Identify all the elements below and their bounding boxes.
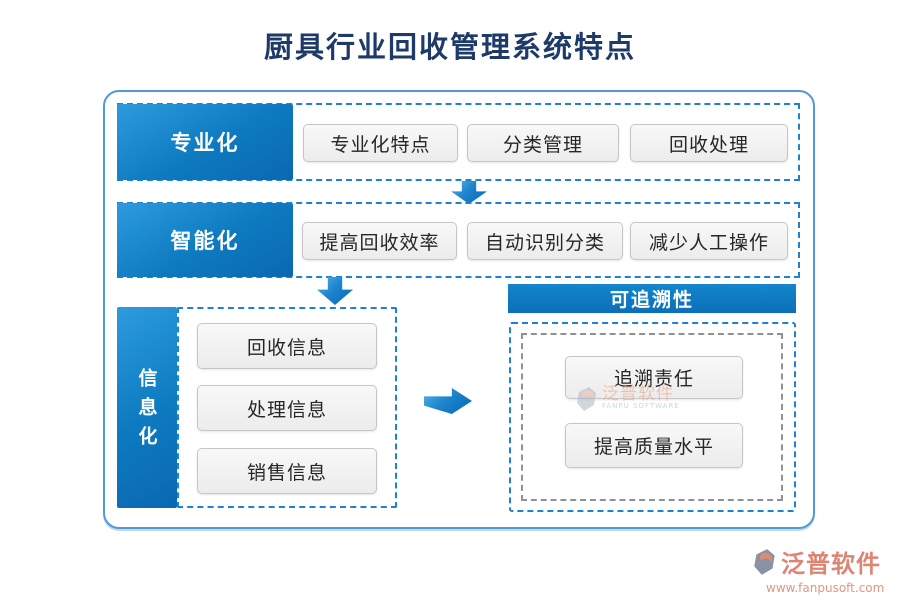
informatization-group-frame (177, 307, 397, 508)
category-box-specialization: 专业化 (117, 104, 293, 180)
feature-chip-specialization-1: 专业化特点 (303, 124, 458, 162)
feature-chip-informatization-1: 回收信息 (197, 323, 377, 369)
feature-chip-traceability-1: 追溯责任 (565, 356, 743, 399)
vendor-website-link[interactable]: www.fanpusoft.com (766, 581, 885, 595)
feature-chip-informatization-3: 销售信息 (197, 448, 377, 494)
vendor-name: 泛普软件 (781, 549, 881, 578)
traceability-header: 可追溯性 (508, 284, 796, 313)
feature-chip-intelligence-2: 自动识别分类 (467, 222, 623, 260)
feature-chip-specialization-3: 回收处理 (630, 124, 788, 162)
category-box-informatization: 信息化 (117, 307, 177, 508)
fanpu-logo-icon (752, 548, 778, 580)
diagram-outer-frame (103, 90, 815, 529)
feature-chip-traceability-2: 提高质量水平 (565, 423, 743, 468)
category-box-intelligence: 智能化 (117, 203, 293, 277)
vendor-logo: 泛普软件 www.fanpusoft.com (752, 548, 892, 595)
traceability-inner-frame (521, 333, 783, 501)
feature-chip-intelligence-3: 减少人工操作 (630, 222, 788, 260)
feature-chip-specialization-2: 分类管理 (467, 124, 619, 162)
feature-chip-informatization-2: 处理信息 (197, 385, 377, 431)
page-title: 厨具行业回收管理系统特点 (263, 30, 636, 64)
traceability-outer-frame (509, 322, 796, 512)
feature-chip-intelligence-1: 提高回收效率 (302, 222, 457, 260)
